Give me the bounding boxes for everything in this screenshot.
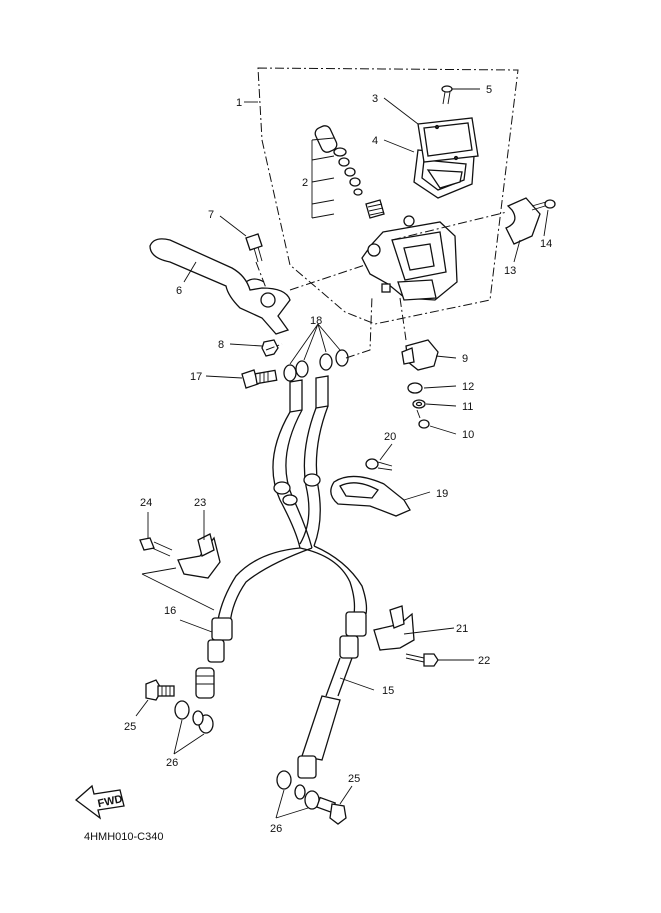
callout-18: 18 (310, 315, 322, 327)
callout-9: 9 (462, 353, 468, 365)
union-bolt-17 (241, 369, 278, 389)
callout-3: 3 (372, 93, 378, 105)
callout-8: 8 (218, 339, 224, 351)
callout-21: 21 (456, 623, 468, 635)
callout-labels: 1 2 3 4 5 6 7 8 9 10 11 12 13 14 15 16 1… (124, 84, 552, 835)
master-cylinder-body (361, 215, 458, 301)
pivot-bolt-7 (245, 233, 263, 263)
screw-5 (441, 85, 453, 105)
washers-26-left (174, 700, 214, 734)
bolt-14 (531, 199, 556, 211)
spring-washer-11 (412, 399, 426, 409)
callout-12: 12 (462, 381, 474, 393)
callout-23: 23 (194, 497, 206, 509)
clamp-21 (373, 605, 415, 651)
callout-22: 22 (478, 655, 490, 667)
fwd-arrow-icon: FWD (74, 784, 125, 820)
holder-13 (505, 197, 541, 245)
assembly-boundary-1 (257, 67, 519, 325)
callout-20: 20 (384, 431, 396, 443)
union-bolt-25-right (315, 796, 347, 825)
callout-10: 10 (462, 429, 474, 441)
callout-13: 13 (504, 265, 516, 277)
brake-hose-15 (297, 545, 368, 779)
callout-25-right: 25 (348, 773, 360, 785)
bolt-24 (139, 537, 173, 557)
washers-26-right (276, 770, 320, 810)
brake-lever-6 (149, 238, 291, 335)
bolt-20 (365, 458, 393, 471)
callout-26-right: 26 (270, 823, 282, 835)
reservoir-cap-3 (417, 117, 479, 163)
callout-7: 7 (208, 209, 214, 221)
callout-14: 14 (540, 238, 552, 250)
bracket-19 (330, 475, 411, 517)
washer-12 (407, 382, 423, 394)
leader-lines (135, 88, 549, 819)
callout-19: 19 (436, 488, 448, 500)
callout-11: 11 (462, 401, 473, 413)
brake-hose-16 (195, 547, 313, 699)
callout-6: 6 (176, 285, 182, 297)
brake-switch-9 (401, 339, 439, 371)
gaskets-18 (283, 349, 349, 382)
callout-24: 24 (140, 497, 152, 509)
diagram-code: 4HMH010-C340 (84, 831, 163, 843)
bolt-22 (405, 653, 439, 667)
callout-5: 5 (486, 84, 492, 96)
brake-hose-upper (272, 375, 329, 549)
screw-10 (416, 409, 430, 429)
clamp-23 (177, 533, 221, 579)
callout-4: 4 (372, 135, 378, 147)
callout-2: 2 (302, 177, 308, 189)
fwd-arrow-label: FWD (97, 793, 124, 810)
assembly-lines (255, 211, 508, 359)
callout-15: 15 (382, 685, 394, 697)
callout-16: 16 (164, 605, 176, 617)
callout-25-left: 25 (124, 721, 136, 733)
callout-1: 1 (236, 97, 242, 109)
union-bolt-25-left (145, 679, 175, 701)
callout-17: 17 (190, 371, 202, 383)
callout-26-left: 26 (166, 757, 178, 769)
